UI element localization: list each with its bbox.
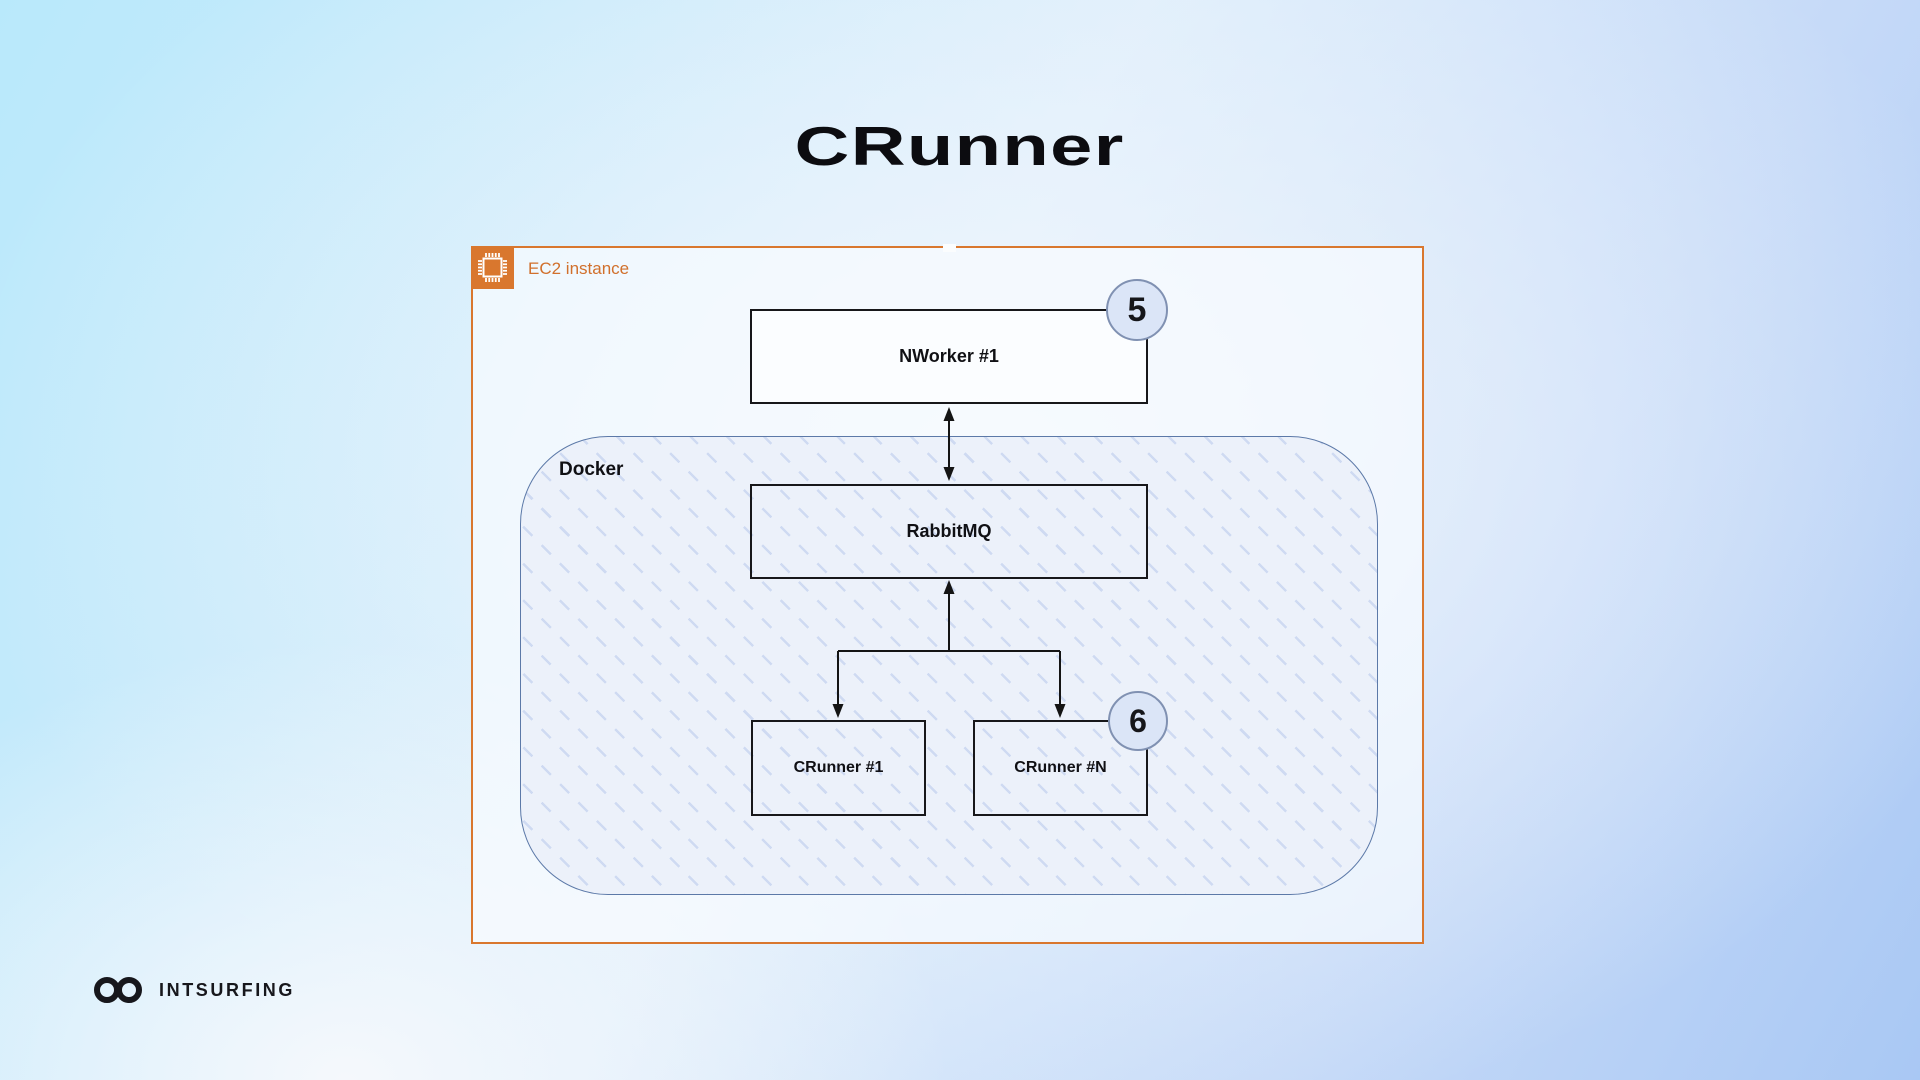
node-rabbitmq-label: RabbitMQ (906, 521, 992, 541)
node-crunner-n: CRunner #N (973, 720, 1148, 816)
badge-step6: 6 (1108, 691, 1168, 751)
node-crunner1: CRunner #1 (751, 720, 926, 816)
node-crunner1-label: CRunner #1 (793, 759, 884, 776)
infinity-icon (94, 977, 142, 1003)
ec2-icon-tile (471, 246, 514, 289)
page-title: CRunner (794, 115, 1126, 177)
badge-step6-value: 6 (1129, 702, 1147, 739)
node-crunner-n-label: CRunner #N (1014, 759, 1107, 776)
node-nworker: NWorker #1 (750, 309, 1148, 404)
ec2-group-label: EC2 instance (528, 259, 630, 278)
badge-step5-value: 5 (1127, 290, 1147, 329)
brand-name: INTSURFING (159, 979, 295, 1000)
brand-logo: INTSURFING (92, 974, 295, 1006)
border-notch (943, 244, 956, 252)
node-nworker-label: NWorker #1 (899, 346, 999, 366)
title-wrap: CRunner (0, 115, 1920, 177)
ec2-chip-icon (478, 253, 507, 282)
badge-step5: 5 (1106, 279, 1168, 341)
docker-group-label: Docker (559, 459, 624, 480)
node-rabbitmq: RabbitMQ (750, 484, 1148, 579)
docker-group-box: Docker (520, 436, 1378, 895)
